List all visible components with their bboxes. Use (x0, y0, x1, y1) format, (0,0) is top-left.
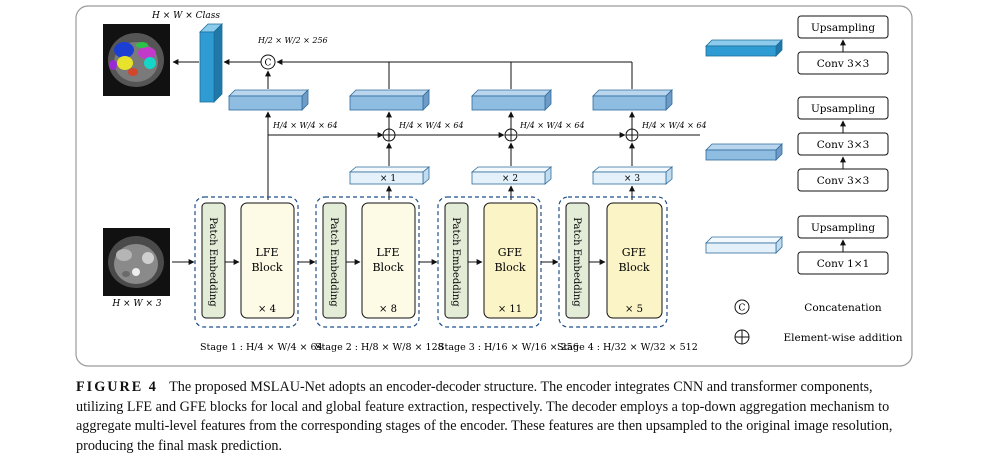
feature-block-1-name: LFE (256, 246, 279, 259)
legend-upsampling-1: Upsampling (811, 22, 875, 34)
concat-symbol-letter: C (265, 59, 272, 69)
upsample-count-3: × 3 (624, 174, 640, 184)
feature-block-1 (240, 202, 295, 319)
feature-block-4-name: GFE (622, 246, 646, 259)
stage-3-label: Stage 3 : H/16 × W/16 × 256 (438, 342, 579, 353)
legend-add-icon (734, 329, 750, 345)
decoder-dims-label-2: H/4 × W/4 × 64 (398, 121, 464, 130)
stage-1-label: Stage 1 : H/4 × W/4 × 64 (200, 342, 323, 353)
upsample-block-2 (470, 166, 553, 185)
upsample-block-1 (348, 166, 431, 185)
input-ct-image (103, 228, 170, 296)
legend-concat-icon (734, 299, 750, 315)
feature-block-2-repeat: × 8 (379, 304, 397, 315)
legend-upsampling-2: Upsampling (811, 103, 875, 115)
feature-block-3-name: GFE (498, 246, 522, 259)
patch-embedding-1 (201, 202, 226, 319)
patch-embedding-2-label: Patch Embedding (328, 217, 339, 307)
add-symbol-1 (382, 128, 396, 142)
legend-mid-block (705, 143, 783, 161)
legend-dark-block (705, 39, 783, 57)
output-conv-block (199, 23, 223, 103)
patch-embedding-4-label: Patch Embedding (571, 217, 582, 307)
stage-3 (437, 196, 542, 328)
feature-block-4-word: Block (618, 261, 649, 274)
legend-add-label: Element-wise addition (784, 332, 903, 344)
stage-1 (194, 196, 299, 328)
legend-concat-letter: C (739, 304, 746, 314)
decoder-block-4 (592, 89, 673, 111)
add-symbol-3 (625, 128, 639, 142)
patch-embedding-3 (444, 202, 469, 319)
patch-embedding-1-label: Patch Embedding (207, 217, 218, 307)
feature-block-4 (606, 202, 663, 319)
stage-4 (558, 196, 668, 328)
add-symbol-2 (504, 128, 518, 142)
decoder-dims-label-4: H/4 × W/4 × 64 (641, 121, 707, 130)
patch-embedding-2 (322, 202, 347, 319)
stage-4-label: Stage 4 : H/32 × W/32 × 512 (557, 342, 698, 353)
legend-upsampling-3: Upsampling (811, 222, 875, 234)
feature-block-3-repeat: × 11 (498, 304, 522, 315)
legend-upsampling-box-1 (797, 15, 889, 39)
output-segmentation-image (103, 24, 170, 96)
concat-dims-label: H/2 × W/2 × 256 (257, 36, 328, 45)
decoder-block-2 (349, 89, 430, 111)
legend-light-block (705, 236, 783, 254)
feature-block-1-word: Block (251, 261, 282, 274)
stage-2-label: Stage 2 : H/8 × W/8 × 128 (315, 342, 444, 353)
decoder-block-3 (471, 89, 552, 111)
legend-upsampling-box-3 (797, 215, 889, 239)
figure-caption-text: The proposed MSLAU-Net adopts an encoder… (76, 379, 893, 454)
upsample-count-1: × 1 (380, 174, 396, 184)
figure-caption: FIGURE 4 The proposed MSLAU-Net adopts a… (76, 378, 906, 456)
feature-block-4-repeat: × 5 (625, 304, 643, 315)
input-size-label: H × W × 3 (111, 299, 162, 309)
legend-conv-2b: Conv 3×3 (817, 175, 870, 187)
feature-block-2-word: Block (372, 261, 403, 274)
feature-block-3 (483, 202, 538, 319)
upsample-block-3 (591, 166, 674, 185)
patch-embedding-4 (565, 202, 590, 319)
feature-block-2-name: LFE (377, 246, 400, 259)
output-size-label: H × W × Class (151, 11, 220, 21)
legend-conv-2a: Conv 3×3 (817, 139, 870, 151)
patch-embedding-3-label: Patch Embedding (450, 217, 461, 307)
upsample-count-2: × 2 (502, 174, 518, 184)
decoder-block-1 (228, 89, 309, 111)
feature-block-2 (361, 202, 416, 319)
decoder-dims-label-3: H/4 × W/4 × 64 (519, 121, 585, 130)
architecture-diagram: H × W × Class H × W × 3 C H/2 × W/2 × 25… (75, 5, 913, 367)
legend-conv-1: Conv 3×3 (817, 58, 870, 70)
figure-caption-label: FIGURE 4 (76, 379, 158, 395)
feature-block-1-repeat: × 4 (258, 304, 276, 315)
legend-upsampling-box-2 (797, 96, 889, 120)
feature-block-3-word: Block (494, 261, 525, 274)
decoder-dims-label-1: H/4 × W/4 × 64 (272, 121, 338, 130)
legend-concat-label: Concatenation (804, 302, 882, 314)
legend-conv-3: Conv 1×1 (817, 258, 870, 270)
